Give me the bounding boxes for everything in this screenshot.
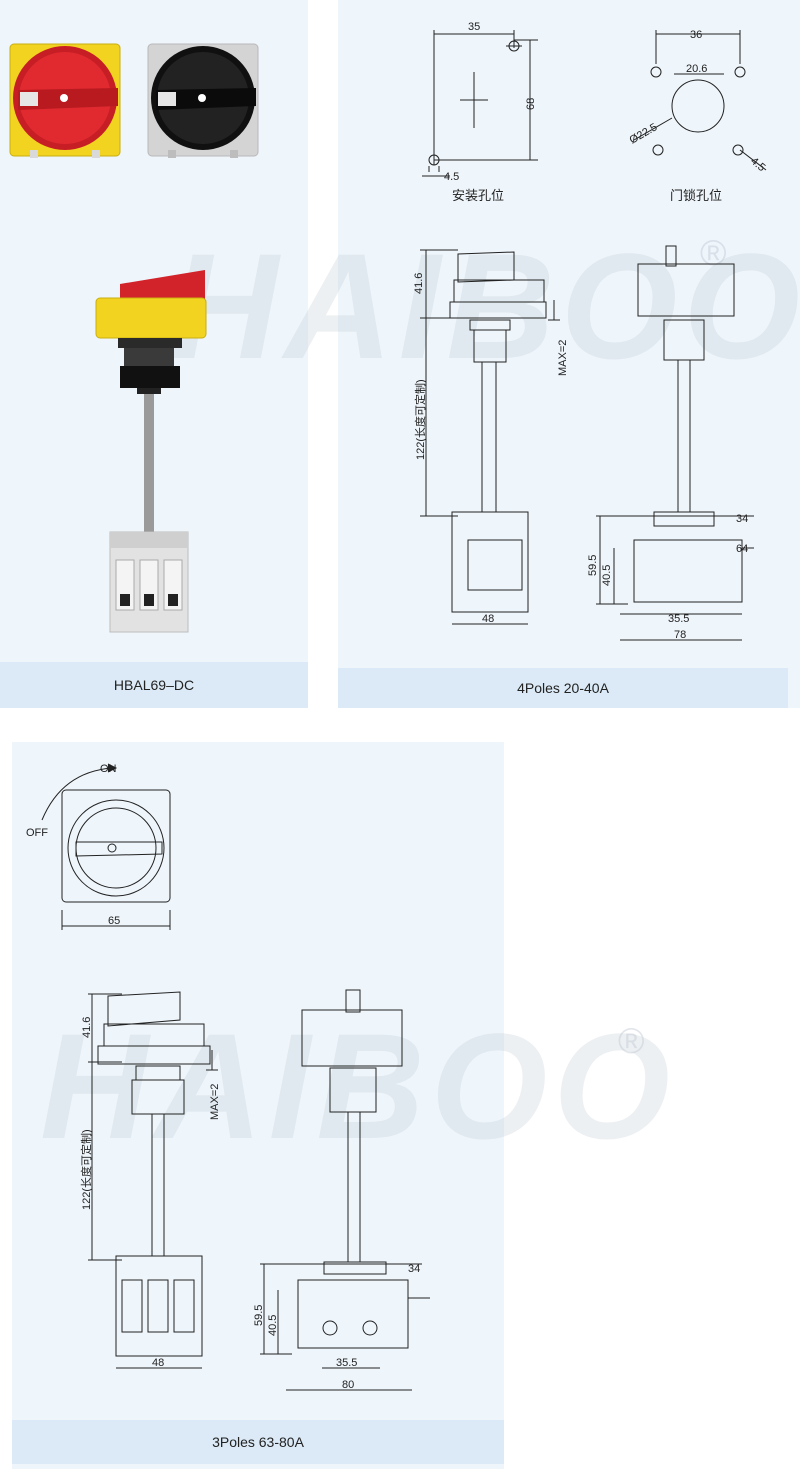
- lock-hole-diagram: [633, 30, 767, 171]
- red-yellow-handle-image: [9, 43, 121, 158]
- handle-rotation-diagram: [41, 763, 171, 930]
- lock-inner-label: 20.6: [686, 63, 707, 75]
- three-side-width-label: 48: [152, 1357, 164, 1369]
- lock-hole-title: 门锁孔位: [670, 188, 722, 203]
- side-top-height: 41.6: [413, 273, 425, 294]
- three-poles-panel: [12, 742, 504, 1469]
- front-w1: 35.5: [668, 613, 689, 625]
- four-poles-front-view: [596, 245, 754, 641]
- three-side-top-height: 41.6: [81, 1017, 93, 1038]
- mount-width-label: 35: [468, 21, 480, 33]
- four-poles-panel: [338, 0, 800, 708]
- front-h2: 40.5: [601, 565, 613, 586]
- three-front-d1: 34: [408, 1263, 420, 1275]
- side-max-label: MAX=2: [557, 340, 569, 376]
- front-w2: 78: [674, 629, 686, 641]
- lock-diameter-label: Ø22.5: [628, 121, 660, 146]
- three-front-h1: 59.5: [253, 1305, 265, 1326]
- three-side-shaft-length: 122(长度可定制): [79, 1129, 93, 1210]
- mount-height-label: 68: [525, 98, 537, 110]
- product-photos: [9, 43, 259, 633]
- mount-hole-diagram: [422, 30, 538, 177]
- three-front-w1: 35.5: [336, 1357, 357, 1369]
- side-shaft-length: 122(长度可定制): [413, 379, 427, 460]
- handle-on-label: ON: [100, 763, 117, 775]
- four-poles-title: 4Poles 20-40A: [517, 680, 609, 696]
- three-poles-caption: 3Poles 63-80A: [12, 1420, 504, 1464]
- three-side-max-label: MAX=2: [209, 1084, 221, 1120]
- three-poles-side-view: [88, 991, 218, 1369]
- black-grey-handle-image: [147, 43, 259, 158]
- handle-off-label: OFF: [26, 827, 48, 839]
- three-poles-front-view: [260, 989, 430, 1391]
- front-d1: 34: [736, 513, 748, 525]
- registered-mark-bottom: ®: [618, 1020, 645, 1061]
- four-poles-drawing: 35 68 4.5 安装孔位 36 20.6 Ø22.5 4.5 门锁孔位: [413, 21, 768, 641]
- three-front-w2: 80: [342, 1379, 354, 1391]
- lock-spacing-label: 36: [690, 29, 702, 41]
- four-poles-caption: 4Poles 20-40A: [338, 668, 788, 708]
- switch-assembly-image: [95, 270, 207, 633]
- three-poles-drawing: ON OFF 65 41.6 122(长度可定制) MAX=2 48: [26, 763, 430, 1391]
- mount-hole-title: 安装孔位: [452, 188, 504, 203]
- side-width-label: 48: [482, 613, 494, 625]
- front-h1: 59.5: [587, 555, 599, 576]
- three-front-h2: 40.5: [267, 1315, 279, 1336]
- handle-width-label: 65: [108, 915, 120, 927]
- three-poles-title: 3Poles 63-80A: [212, 1434, 304, 1450]
- product-caption: HBAL69–DC: [0, 662, 308, 708]
- front-d2: 64: [736, 543, 748, 555]
- mount-hole-label: 4.5: [444, 171, 459, 183]
- four-poles-side-view: [420, 249, 560, 625]
- model-name: HBAL69–DC: [113, 677, 195, 693]
